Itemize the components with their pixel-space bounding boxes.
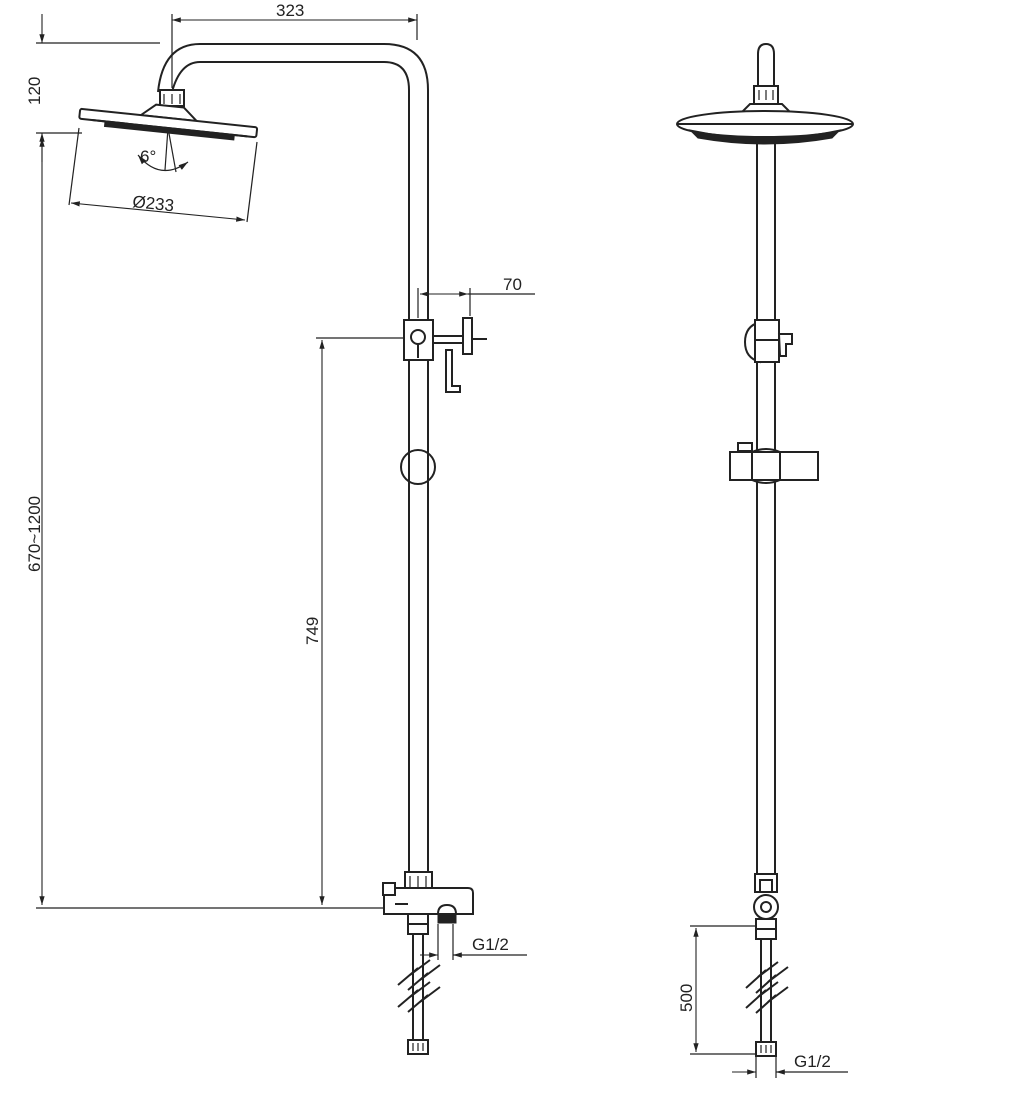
arm-length-label: 323: [276, 1, 304, 20]
front-view: 500 G1/2: [676, 42, 854, 1078]
diameter-dimension: Ø233: [68, 127, 258, 223]
shower-head-front: [676, 103, 854, 145]
inlet-thread-dimension-right: G1/2: [732, 1052, 848, 1078]
riser-rail: [157, 43, 429, 878]
inlet-thread-label-left: G1/2: [472, 935, 509, 954]
rail-ring-clamp: [400, 449, 436, 485]
hose-break-front: [745, 939, 789, 1057]
side-view: 6° Ø233: [25, 1, 535, 1055]
angle-label: 6°: [140, 147, 156, 166]
arm-length-dimension: 323: [171, 1, 418, 88]
hose-length-label: 500: [677, 984, 696, 1012]
diverter-valve-front: [753, 873, 779, 940]
holder-height-dimension: 749: [303, 337, 404, 905]
diverter-valve-side: [382, 871, 474, 935]
handle-offset-label: 70: [503, 275, 522, 294]
hose-length-dimension: 500: [677, 925, 756, 1055]
height-range-label: 670~1200: [25, 496, 44, 572]
handshower-holder-side: [403, 317, 487, 393]
riser-rail-front: [756, 138, 776, 876]
diameter-label: Ø233: [132, 192, 175, 215]
inlet-thread-dimension-left: G1/2: [420, 924, 527, 960]
handle-offset-dimension: 70: [417, 275, 535, 318]
hose-break-side: [397, 934, 441, 1055]
inlet-thread-label-right: G1/2: [794, 1052, 831, 1071]
holder-height-label: 749: [303, 617, 322, 645]
arm-height-label: 120: [25, 77, 44, 105]
arm-height-dimension: 120: [25, 14, 160, 162]
handle-holder-front: [743, 319, 793, 364]
tilt-angle-marker: 6°: [137, 127, 189, 173]
handshower-holder-front: [729, 442, 819, 484]
arm-connector: [159, 89, 185, 107]
height-range-dimension: 670~1200: [25, 138, 384, 909]
